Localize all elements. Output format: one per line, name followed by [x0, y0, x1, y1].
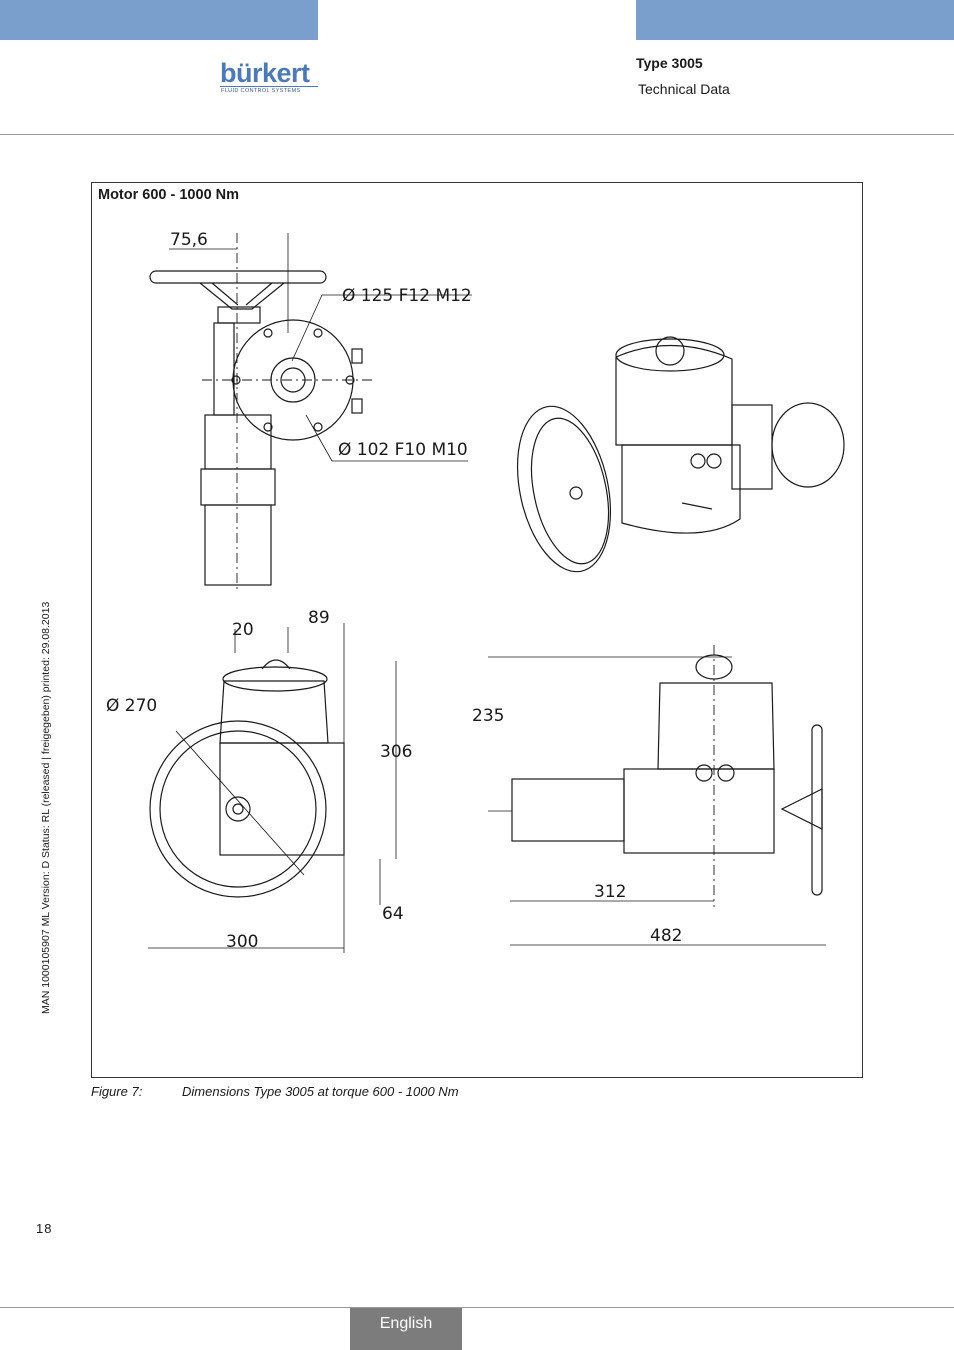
figure-caption: Dimensions Type 3005 at torque 600 - 100… [182, 1084, 459, 1099]
header-band-left [0, 0, 318, 40]
page-number: 18 [36, 1221, 53, 1236]
technical-drawing: 75,6 Ø 125 F12 M12 Ø 102 F10 M10 20 89 Ø… [106, 230, 845, 953]
dim-235: 235 [472, 706, 504, 726]
header-divider [0, 134, 954, 135]
dim-312: 312 [594, 882, 626, 902]
figure-title: Motor 600 - 1000 Nm [98, 187, 240, 203]
dim-89: 89 [308, 608, 330, 628]
dim-flange-125: Ø 125 F12 M12 [342, 286, 472, 306]
dim-306: 306 [380, 742, 412, 762]
top-view-drawing [488, 645, 826, 946]
figure-label: Figure 7: [91, 1084, 143, 1099]
figure-frame: Motor 600 - 1000 Nm [91, 182, 863, 1078]
dim-flange-102: Ø 102 F10 M10 [338, 440, 468, 460]
brand-logo: bürkert FLUID CONTROL SYSTEMS [220, 56, 320, 98]
document-meta-vertical: MAN 1000105907 ML Version: D Status: RL … [40, 601, 52, 1014]
language-tab: English [350, 1308, 462, 1350]
dim-300: 300 [226, 932, 258, 952]
dim-20: 20 [232, 620, 254, 640]
section-title: Technical Data [638, 81, 730, 97]
dim-64: 64 [382, 904, 404, 924]
header-band-right [636, 0, 954, 40]
side-view-drawing [149, 233, 472, 593]
logo-wordmark: bürkert [220, 58, 310, 88]
logo-rule [220, 86, 318, 87]
front-view-drawing [148, 623, 397, 953]
dim-482: 482 [650, 926, 682, 946]
logo-tagline: FLUID CONTROL SYSTEMS [221, 88, 301, 94]
isometric-view-drawing [516, 336, 845, 573]
dim-handwheel-270: Ø 270 [106, 696, 157, 716]
document-type: Type 3005 [636, 55, 703, 71]
footer-divider [0, 1307, 954, 1308]
dim-75-6: 75,6 [170, 230, 208, 250]
